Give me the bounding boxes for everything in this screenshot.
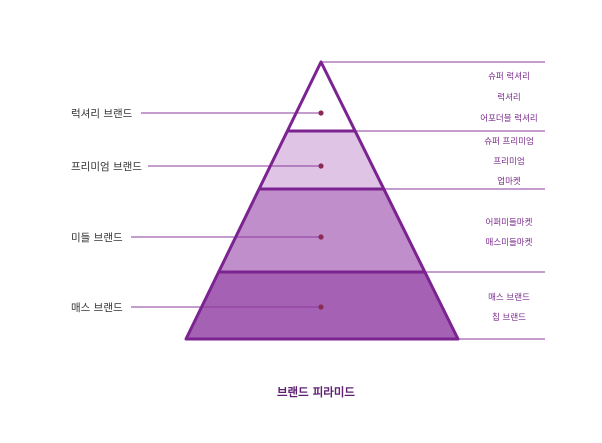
sub-label-upmarket: 업마켓 (497, 176, 521, 187)
sub-label-premium: 프리미엄 (493, 156, 524, 167)
sub-label-upper-middle-market: 어퍼미들마켓 (486, 217, 533, 228)
tier-middle-band (219, 189, 425, 272)
sub-label-luxury: 럭셔리 (497, 92, 520, 103)
tier-luxury-band (288, 62, 355, 131)
tier-premium-band (259, 131, 384, 189)
sub-label-mass-brand: 매스 브랜드 (488, 292, 530, 303)
diagram-title: 브랜드 피라미드 (277, 385, 355, 399)
sub-label-super-luxury: 슈퍼 럭셔리 (488, 71, 530, 82)
dot-premium (318, 163, 324, 169)
sub-label-affordable-luxury: 어포더블 럭셔리 (480, 113, 537, 124)
dot-mass (318, 304, 324, 310)
dot-middle (318, 234, 324, 240)
dot-luxury (318, 110, 324, 116)
tier-label-luxury: 럭셔리 브랜드 (71, 108, 133, 120)
sub-label-mass-middle-market: 매스미들마켓 (486, 237, 533, 248)
pyramid-outline (184, 60, 460, 341)
tier-label-mass: 매스 브랜드 (71, 302, 123, 314)
sub-label-cheap-brand: 칩 브랜드 (492, 312, 526, 323)
tier-label-middle: 미들 브랜드 (71, 232, 123, 244)
sub-label-super-premium: 슈퍼 프리미엄 (484, 136, 534, 147)
tier-label-premium: 프리미엄 브랜드 (71, 161, 142, 173)
